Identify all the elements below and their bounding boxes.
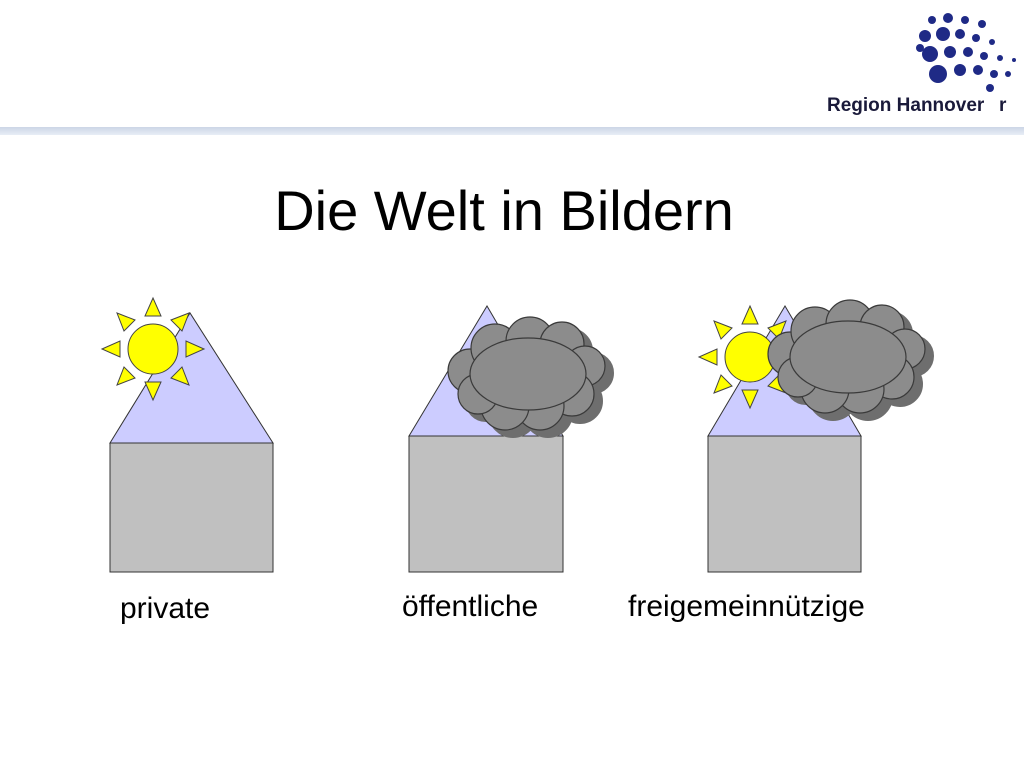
- logo-mark: r: [999, 95, 1007, 116]
- page-title: Die Welt in Bildern: [274, 179, 734, 242]
- house-nonprofit: [698, 299, 934, 573]
- header-divider: [0, 127, 1024, 135]
- house-private: [101, 297, 274, 573]
- wall: [109, 442, 274, 573]
- caption-private: private: [120, 592, 211, 625]
- wall: [707, 435, 862, 573]
- caption-public: öffentliche: [402, 590, 539, 623]
- sun-icon: [101, 297, 205, 401]
- logo-text: Region Hannover: [827, 95, 985, 116]
- caption-nonprofit: freigemeinnützige: [628, 590, 865, 623]
- region-hannover-logo-icon: [916, 13, 1016, 92]
- wall: [408, 435, 564, 573]
- house-public: [408, 305, 614, 573]
